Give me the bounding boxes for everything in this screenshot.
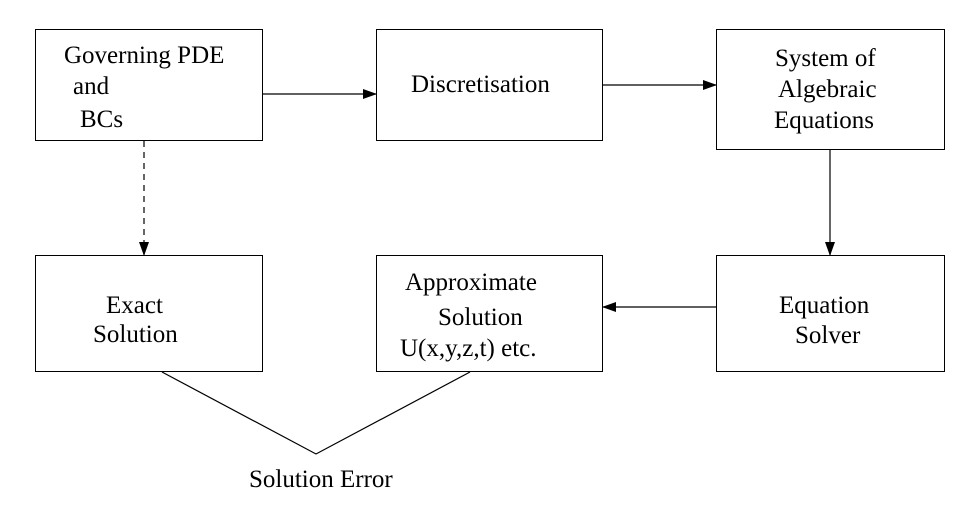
solver-line2-label: Solver: [795, 322, 861, 349]
algebraic-line3-label: Equations: [774, 107, 874, 134]
solution-error-label: Solution Error: [249, 466, 393, 493]
discretisation-label: Discretisation: [411, 71, 550, 98]
solver-line1-label: Equation: [779, 292, 870, 319]
governing-and-label: and: [73, 73, 110, 100]
equation-solver-box: [716, 255, 945, 372]
algebraic-line2-label: Algebraic: [778, 76, 877, 103]
approximate-line2-label: Solution: [438, 304, 523, 331]
algebraic-equations-box: [716, 29, 945, 150]
exact-line2-label: Solution: [93, 321, 178, 348]
governing-bcs-label: BCs: [80, 106, 124, 133]
algebraic-line1-label: System of: [775, 45, 876, 72]
governing-pde-label: Governing PDE: [64, 42, 225, 69]
approximate-line3-label: U(x,y,z,t) etc.: [400, 335, 537, 362]
approximate-solution-box: [376, 255, 603, 372]
exact-solution-box: [35, 255, 263, 372]
approximate-line1-label: Approximate: [405, 269, 537, 296]
discretisation-box: [376, 29, 603, 141]
governing-pde-box: [35, 29, 263, 141]
solution-error-connector: [161, 371, 471, 455]
exact-line1-label: Exact: [106, 292, 163, 319]
